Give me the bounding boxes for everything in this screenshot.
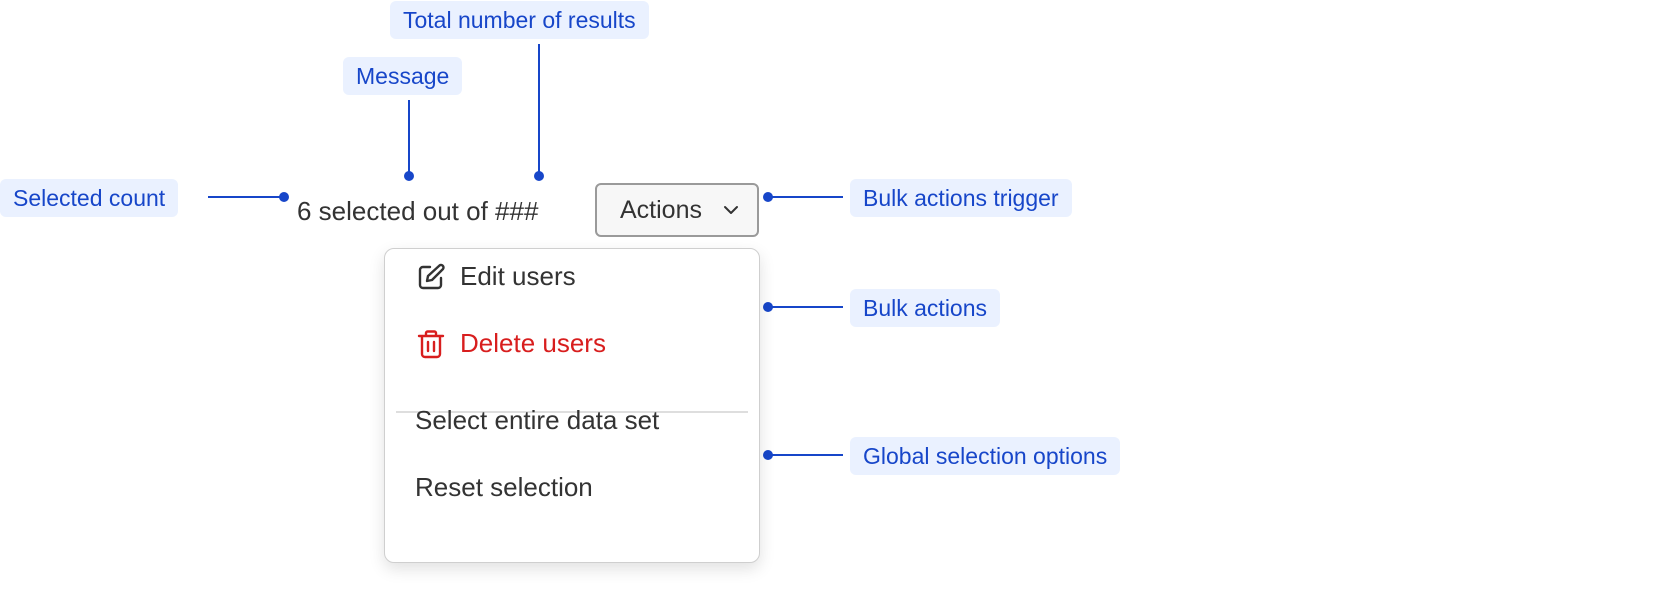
menu-item-delete-users[interactable]: Delete users <box>385 316 759 370</box>
connector-dot <box>404 171 414 181</box>
connector-line <box>538 44 540 176</box>
connector-line <box>408 100 410 176</box>
menu-item-reset-selection[interactable]: Reset selection <box>385 460 759 514</box>
menu-divider <box>396 411 748 413</box>
menu-item-select-entire-data-set[interactable]: Select entire data set <box>385 393 759 447</box>
edit-icon <box>418 263 445 290</box>
annotation-message: Message <box>343 57 463 95</box>
connector-line <box>767 306 843 308</box>
connector-line <box>767 196 843 198</box>
menu-item-edit-users[interactable]: Edit users <box>385 249 759 303</box>
menu-item-label: Reset selection <box>415 471 593 502</box>
annotation-global-selection-options: Global selection options <box>850 437 1121 475</box>
trash-icon <box>417 330 445 359</box>
connector-dot <box>279 192 289 202</box>
chevron-down-icon <box>724 206 738 214</box>
connector-line <box>767 454 843 456</box>
annotation-selected-count: Selected count <box>0 179 179 217</box>
selected-count-text: 6 selected out of ### <box>297 196 539 226</box>
menu-item-label: Select entire data set <box>415 404 660 435</box>
actions-button[interactable]: Actions <box>595 183 759 237</box>
connector-line <box>208 196 283 198</box>
annotation-total-number-of-results: Total number of results <box>390 1 649 39</box>
annotation-bulk-actions: Bulk actions <box>850 289 1001 327</box>
menu-item-label: Delete users <box>460 327 606 358</box>
actions-button-label: Actions <box>620 195 702 224</box>
menu-item-label: Edit users <box>460 260 576 291</box>
bulk-actions-menu: Edit users Delete users Select entire da… <box>384 248 760 563</box>
annotation-bulk-actions-trigger: Bulk actions trigger <box>850 179 1072 217</box>
connector-dot <box>534 171 544 181</box>
